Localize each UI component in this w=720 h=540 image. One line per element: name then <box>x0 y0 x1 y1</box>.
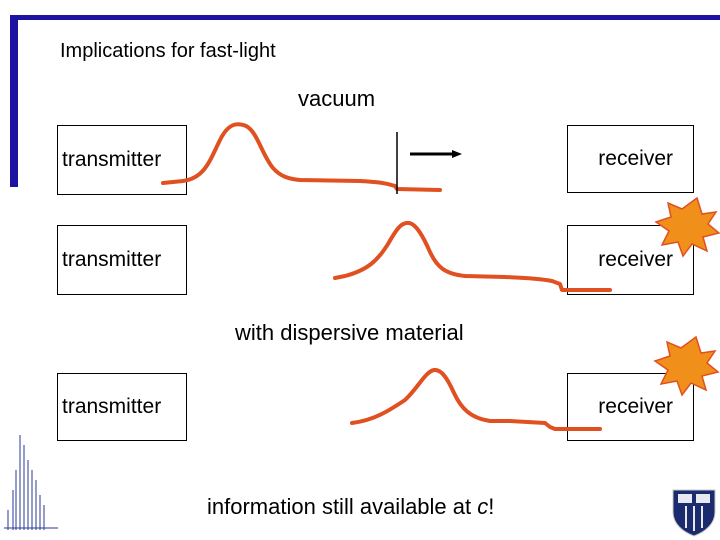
receiver-label: receiver <box>598 248 673 271</box>
pulse-vacuum <box>161 122 442 192</box>
receiver-box-3: receiver <box>567 373 694 441</box>
vacuum-label: vacuum <box>298 86 376 111</box>
explosion-burst-icon <box>654 196 720 258</box>
transmitter-label: transmitter <box>62 395 162 418</box>
receiver-label: receiver <box>598 395 673 418</box>
transmitter-box-2: transmitter <box>57 225 187 295</box>
university-shield-logo <box>672 489 716 537</box>
pulse-dispersive-2 <box>350 368 602 431</box>
transmitter-label: transmitter <box>62 248 162 271</box>
left-accent-bar <box>10 15 18 187</box>
receiver-box-1: receiver <box>567 125 694 193</box>
speed-of-light-symbol: c <box>477 494 489 519</box>
receiver-label: receiver <box>598 147 673 170</box>
transmitter-label: transmitter <box>62 148 162 171</box>
arrow-head <box>452 150 462 158</box>
slide-title: Implications for fast-light <box>60 40 276 62</box>
transmitter-box-3: transmitter <box>57 373 187 441</box>
pulse-dispersive-1 <box>333 220 612 292</box>
explosion-burst-icon <box>653 335 720 397</box>
top-accent-bar <box>10 15 720 20</box>
receiver-box-2: receiver <box>567 225 694 295</box>
information-caption: information still available at c! <box>207 494 495 519</box>
waveform-decoration <box>4 435 58 530</box>
dispersive-label: with dispersive material <box>235 320 464 345</box>
transmitter-box-1: transmitter <box>57 125 187 195</box>
